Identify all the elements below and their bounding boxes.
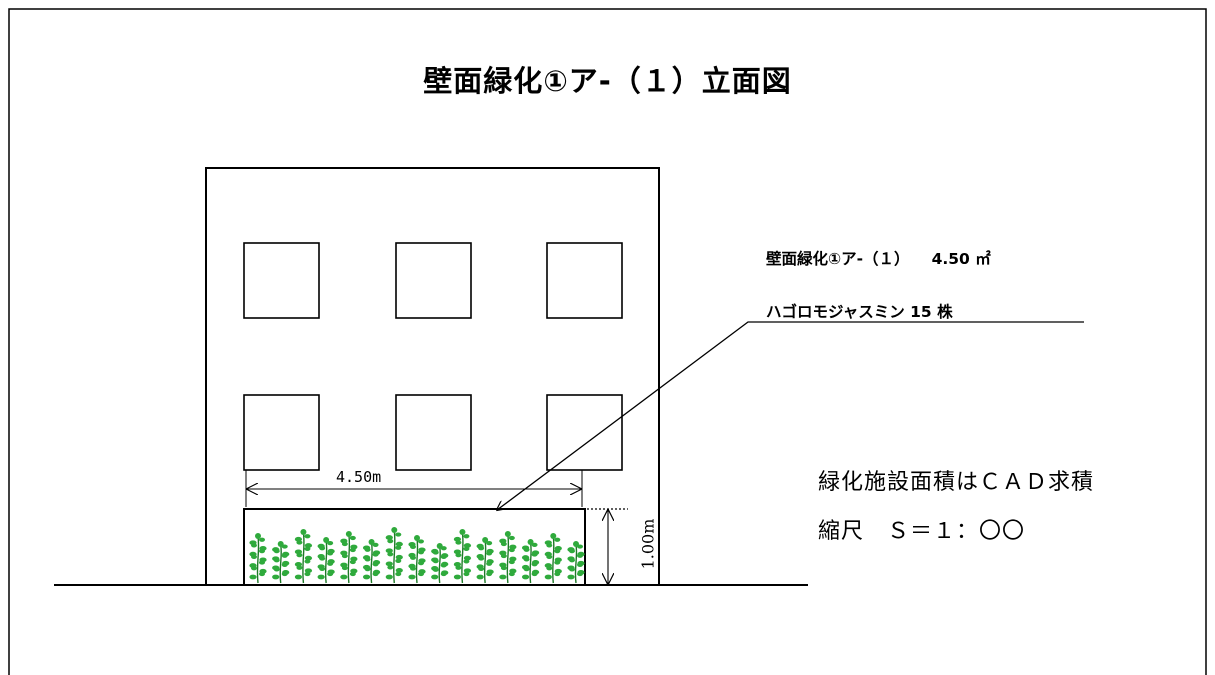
window: [243, 242, 320, 319]
window: [546, 394, 623, 471]
width-dimension-label: 4.50m: [336, 468, 382, 486]
scale-note: 縮尺 Ｓ＝１：〇〇: [818, 519, 1026, 544]
plant-icon: [499, 531, 517, 584]
windows-group: [243, 242, 623, 471]
plants-group: [249, 527, 585, 584]
window: [395, 242, 472, 319]
window: [395, 394, 472, 471]
plant-icon: [544, 533, 562, 584]
window: [243, 394, 320, 471]
plant-icon: [453, 529, 472, 584]
plant-icon: [294, 529, 313, 584]
plant-icon: [249, 533, 267, 584]
plant-icon: [476, 537, 494, 584]
plant-icon: [340, 531, 358, 584]
callout-name: 壁面緑化①ア-（１）: [766, 250, 910, 268]
callout-leader: [497, 321, 1084, 510]
area-calculation-note: 緑化施設面積はＣＡＤ求積: [818, 470, 1095, 495]
plant-icon: [362, 539, 381, 584]
plant-icon: [431, 543, 449, 584]
height-dimension: [587, 508, 628, 584]
plant-icon: [567, 541, 585, 584]
plant-icon: [385, 527, 403, 584]
window: [546, 242, 623, 319]
plant-icon: [317, 537, 335, 584]
page-frame: [8, 8, 1207, 675]
callout-area: 4.50 ㎡: [931, 250, 991, 268]
plant-icon: [272, 541, 290, 584]
callout-plant-count: ハゴロモジャスミン 15 株: [766, 303, 953, 321]
height-dimension-label: 1.00m: [638, 518, 658, 570]
callout-name-area: 壁面緑化①ア-（１） 4.50 ㎡: [766, 247, 991, 269]
plant-icon: [408, 535, 426, 584]
width-dimension: [245, 470, 583, 507]
plant-icon: [521, 539, 540, 584]
page-title: 壁面緑化①ア-（１）立面図: [423, 64, 792, 98]
